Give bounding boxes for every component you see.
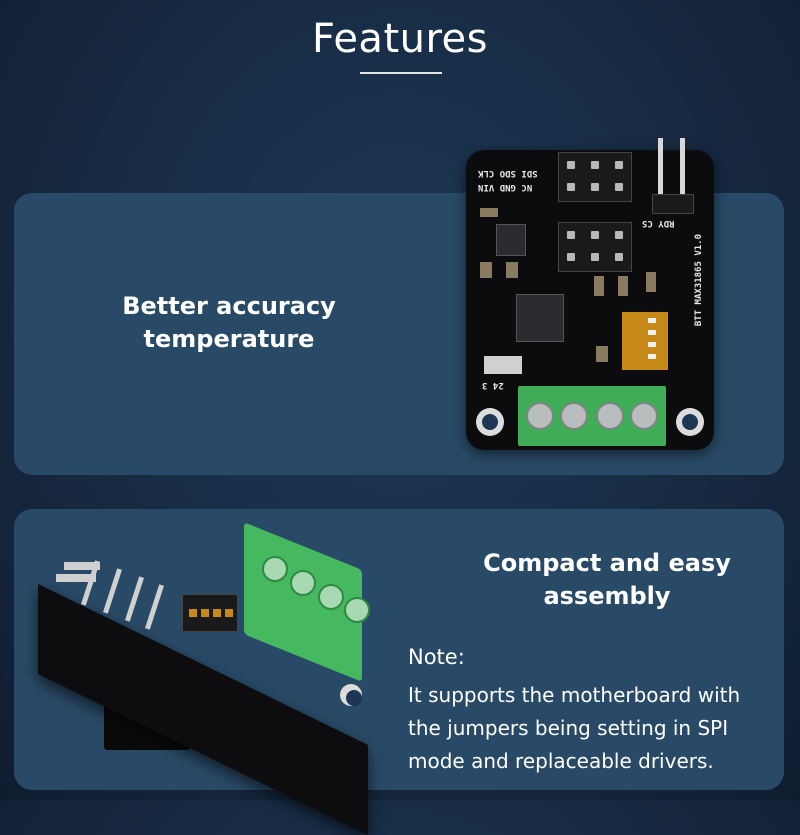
header-pin (64, 562, 100, 570)
terminal-screw (262, 556, 288, 582)
smd-component (618, 276, 628, 296)
jumper-header (558, 222, 632, 272)
pin-header (558, 152, 632, 202)
title-underline (360, 72, 442, 74)
caption-line: temperature (143, 325, 315, 353)
smd-component (646, 272, 656, 292)
note-title: Note: (408, 645, 465, 669)
upright-header-base (652, 194, 694, 214)
feature-caption-assembly: Compact and easy assembly (462, 547, 752, 613)
note-body: It supports the motherboard with the jum… (408, 679, 778, 778)
smd-component (506, 262, 518, 278)
smd-component (480, 208, 498, 217)
silk-label-rdy-cs: RDY CS (642, 218, 675, 228)
header-pin (56, 574, 96, 582)
terminal-screw (344, 597, 370, 623)
note-line: the jumpers being setting in SPI (408, 716, 729, 740)
header-pin (680, 138, 685, 198)
dip-switch (182, 594, 238, 632)
screw-terminal (518, 386, 666, 446)
caption-line: assembly (543, 582, 671, 610)
silk-label-nc-gnd-vin: NC GND VIN (478, 182, 533, 192)
max31865-board-top-view: SDI SDO CLK NC GND VIN RDY CS BTT MAX318… (466, 138, 714, 450)
page-title: Features (312, 16, 488, 62)
smd-component (594, 276, 604, 296)
mounting-hole (476, 408, 504, 436)
note-line: mode and replaceable drivers. (408, 749, 714, 773)
smd-component (484, 356, 522, 374)
dip-switch (622, 312, 668, 370)
terminal-screw (318, 584, 344, 610)
smd-component (596, 346, 608, 362)
feature-caption-accuracy: Better accuracy temperature (74, 290, 384, 356)
silk-label-pin-numbers: 24 3 (482, 380, 504, 390)
header-pin (658, 138, 663, 198)
regulator-chip (496, 224, 526, 256)
caption-line: Better accuracy (122, 292, 336, 320)
smd-component (480, 262, 492, 278)
mounting-hole (340, 684, 362, 706)
mounting-hole (676, 408, 704, 436)
silk-label-model: BTT MAX31865 V1.0 (694, 234, 704, 327)
terminal-screw (290, 570, 316, 596)
silk-label-sdi-sdo-clk: SDI SDO CLK (478, 168, 538, 178)
note-line: It supports the motherboard with (408, 683, 741, 707)
caption-line: Compact and easy (483, 549, 731, 577)
max31865-chip (516, 294, 564, 342)
